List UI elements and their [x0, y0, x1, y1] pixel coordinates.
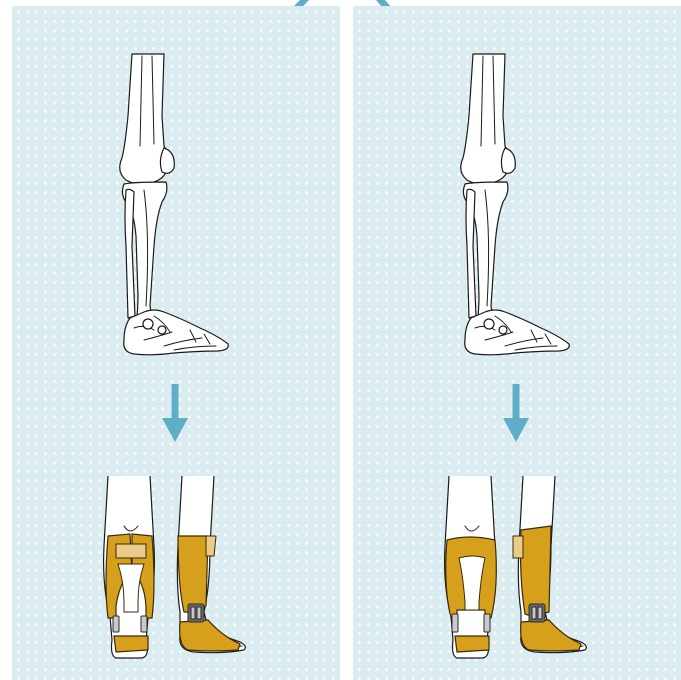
panel-right-art [353, 6, 681, 680]
leg-skeleton-right [461, 54, 570, 355]
panel-left-art [12, 6, 340, 680]
panel-left-short-orthosis [12, 6, 340, 680]
legs-with-orthosis-right [445, 476, 587, 658]
leg-skeleton-left [120, 54, 229, 355]
panel-right-long-orthosis [353, 6, 681, 680]
legs-with-orthosis-left [104, 476, 246, 658]
arrow-down-icon [503, 384, 529, 442]
arrow-down-icon [162, 384, 188, 442]
